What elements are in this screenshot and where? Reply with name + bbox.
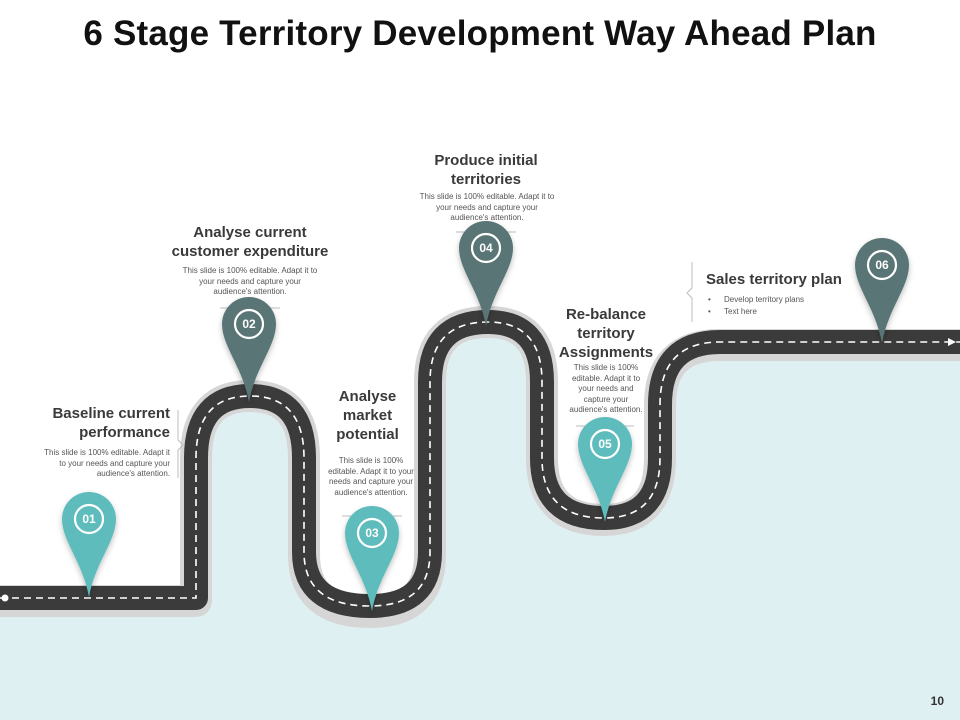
callout-bracket-01 [177,410,184,478]
pin-marker-icon [61,491,117,597]
location-pin-06: 06 [855,238,909,343]
stage-02-text: This slide is 100% editable. Adapt it to… [182,266,318,296]
pin-number: 05 [598,437,612,451]
location-pin-02: 02 [222,297,276,402]
pin-ring [356,517,388,549]
pin-number: 02 [242,317,256,331]
location-pin-01: 01 [61,491,117,597]
road-end-arrow [948,338,956,346]
pin-ring [73,503,105,535]
road-start-dot [1,594,9,602]
stage-04-text: This slide is 100% editable. Adapt it to… [419,192,555,222]
pin-number: 04 [479,241,493,255]
road-center-line [0,321,960,607]
ground-area [0,320,960,720]
slide-title: 6 Stage Territory Development Way Ahead … [83,14,877,53]
stage-06-bullet: Develop territory plans [708,294,874,306]
pin-marker-icon [855,238,909,343]
location-pin-04: 04 [459,221,513,326]
pin-ring [233,308,265,340]
pin-ring [866,249,898,281]
pin-ring [589,428,621,460]
pin-number: 06 [875,258,889,272]
pin-number: 01 [82,512,96,526]
page-number: 10 [930,694,944,708]
stage-06-title: Sales territory plan [706,271,842,288]
callout-bracket-06 [686,262,693,322]
stage-03-text: This slide is 100%editable. Adapt it to … [328,456,414,497]
pin-number: 03 [365,526,379,540]
stage-06-bullet: Text here [708,306,874,318]
pin-ring [470,232,502,264]
stage-06-bullets: Develop territory plans Text here [706,294,874,318]
location-pin-05: 05 [578,417,632,522]
location-pin-03: 03 [345,506,399,611]
